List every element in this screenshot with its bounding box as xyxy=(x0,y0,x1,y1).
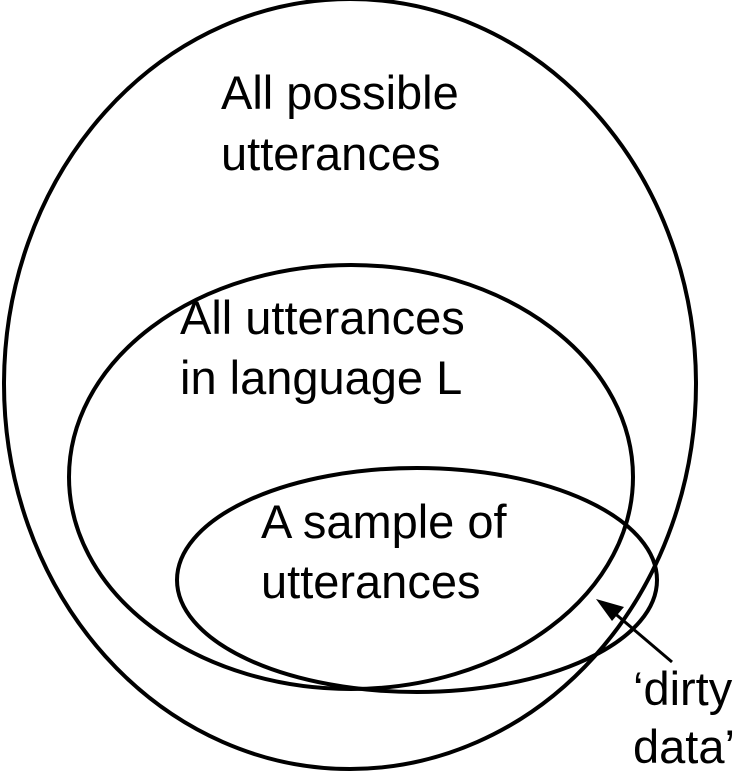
outer-set-ellipse xyxy=(2,0,698,771)
dirty-data-label-line1: ‘dirty xyxy=(633,662,733,715)
sample-set-label-line2: utterances xyxy=(261,555,480,608)
language-set-label-line1: All utterances xyxy=(180,291,465,344)
outer-set-label-line1: All possible xyxy=(221,66,459,119)
language-set-label-line2: in language L xyxy=(180,351,462,404)
dirty-data-arrow-line xyxy=(611,609,673,664)
dirty-data-label-line2: data’ xyxy=(633,720,735,773)
dirty-data-arrow-head xyxy=(596,599,624,621)
sample-set-label-line1: A sample of xyxy=(261,495,508,548)
sample-set-ellipse xyxy=(175,466,659,694)
outer-set-label-line2: utterances xyxy=(221,127,440,180)
